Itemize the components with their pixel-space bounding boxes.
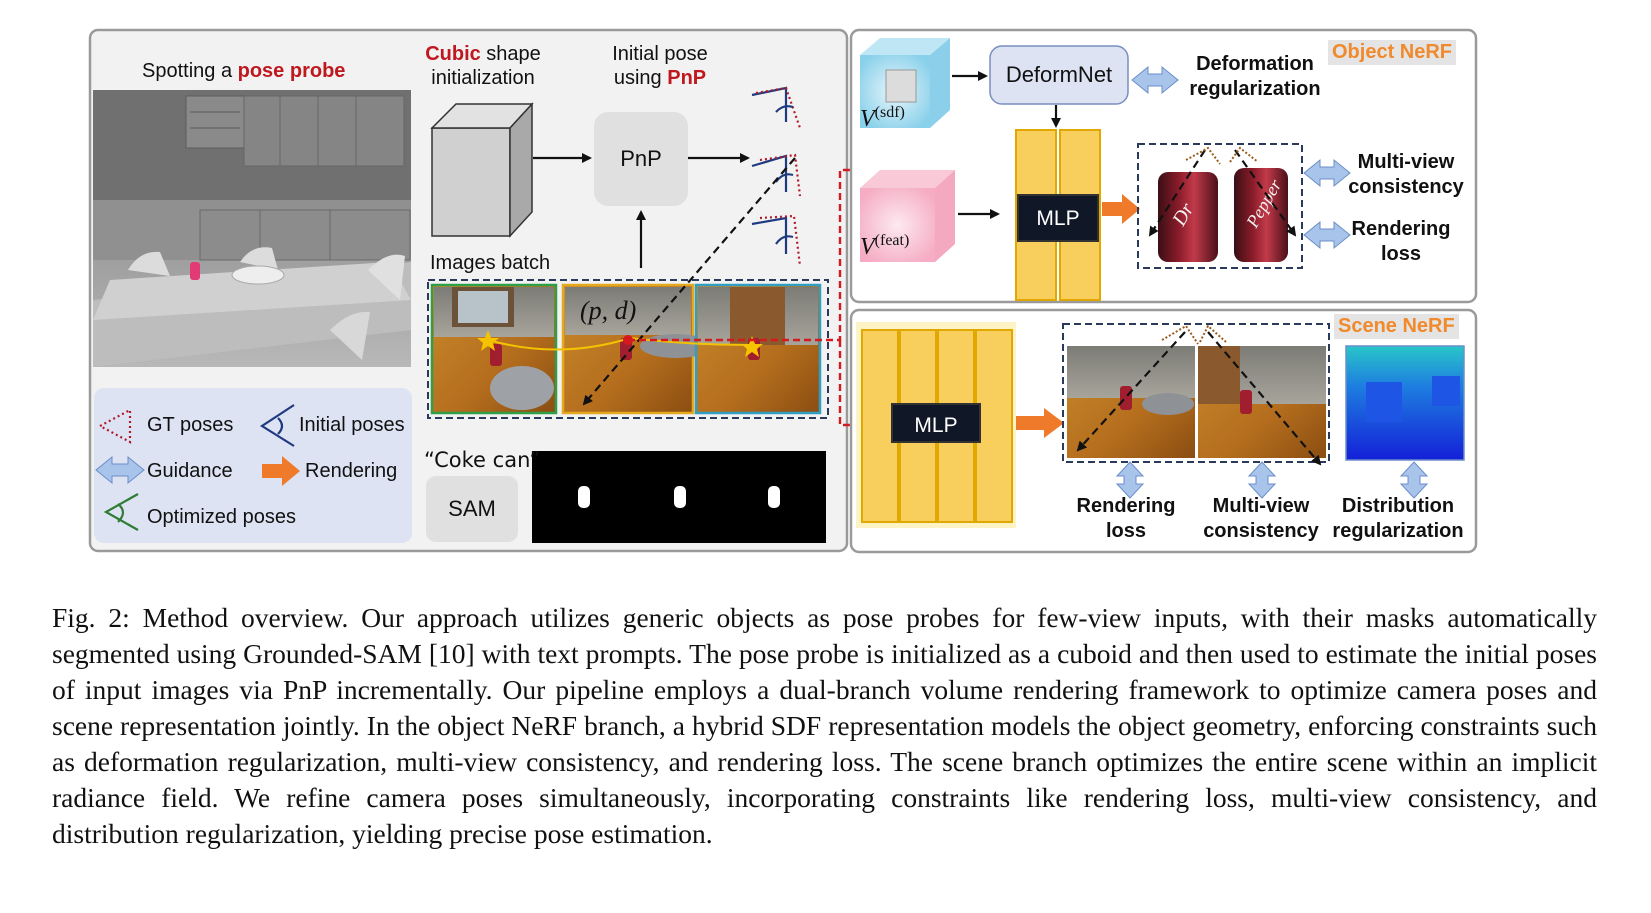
sam-box-label: SAM bbox=[448, 496, 496, 521]
figure-graphics: Dr Pepper bbox=[88, 28, 1478, 554]
scene-rendering-arrow bbox=[1016, 408, 1064, 438]
pose-probe-title: Spotting a pose probe bbox=[142, 60, 346, 82]
legend-initial-poses: Initial poses bbox=[299, 414, 405, 436]
sam-box bbox=[426, 476, 518, 542]
scene-render-box bbox=[1062, 323, 1330, 463]
batch-images bbox=[430, 283, 822, 415]
legend-optimized-poses: Optimized poses bbox=[147, 506, 296, 528]
caption-text: Fig. 2: Method overview. Our approach ut… bbox=[52, 602, 1597, 849]
legend-glyphs bbox=[97, 404, 295, 531]
method-overview-figure: Dr Pepper bbox=[88, 28, 1478, 554]
pnp-box-label: PnP bbox=[620, 146, 662, 171]
object-nerf-title: Object NeRF bbox=[1328, 40, 1457, 65]
can-renders: Dr Pepper bbox=[1158, 168, 1288, 262]
red-connector bbox=[628, 165, 864, 342]
v-sdf-label: V(sdf) bbox=[860, 104, 905, 132]
star-1 bbox=[477, 330, 499, 351]
guidance-arrow-legend bbox=[95, 455, 145, 485]
figure-caption: Fig. 2: Method overview. Our approach ut… bbox=[52, 600, 1597, 852]
images-batch-box bbox=[427, 279, 829, 419]
scene-renders bbox=[1067, 346, 1326, 458]
legend-rendering: Rendering bbox=[305, 460, 398, 482]
deformnet-label: DeformNet bbox=[1005, 62, 1113, 87]
v-feat-label: V(feat) bbox=[860, 232, 910, 260]
v-sdf-cube bbox=[860, 38, 950, 128]
coke-can-prompt: “Coke can” bbox=[424, 448, 541, 472]
rendering-arrow-legend bbox=[262, 456, 300, 486]
pd-label: (p, d) bbox=[580, 296, 637, 325]
object-render-box bbox=[1137, 143, 1303, 269]
scene-nerf-title: Scene NeRF bbox=[1334, 314, 1459, 339]
legend-box bbox=[94, 388, 412, 543]
pnp-box bbox=[594, 112, 688, 206]
scene-mlp-label: MLP bbox=[914, 414, 958, 437]
scene-mlp-block bbox=[856, 322, 1016, 528]
scene-guidance-arrows bbox=[1115, 461, 1429, 499]
object-guidance-arrows bbox=[1303, 158, 1351, 250]
star-2 bbox=[741, 336, 763, 357]
v-feat-cube bbox=[860, 170, 955, 262]
legend-guidance: Guidance bbox=[147, 460, 233, 482]
images-batch-label: Images batch bbox=[430, 252, 551, 274]
initial-pose-cameras bbox=[751, 86, 802, 267]
cubic-shape bbox=[430, 102, 534, 238]
deform-reg-guidance-arrow bbox=[1131, 65, 1179, 95]
ray-line bbox=[582, 157, 796, 406]
object-rendering-arrow bbox=[1102, 194, 1140, 224]
deformnet-box bbox=[989, 45, 1129, 105]
object-mlp-label: MLP bbox=[1036, 207, 1080, 230]
legend-gt-poses: GT poses bbox=[147, 414, 234, 436]
depth-map bbox=[1345, 345, 1465, 461]
object-mlp-columns bbox=[1015, 129, 1101, 301]
kitchen-render bbox=[93, 90, 411, 367]
